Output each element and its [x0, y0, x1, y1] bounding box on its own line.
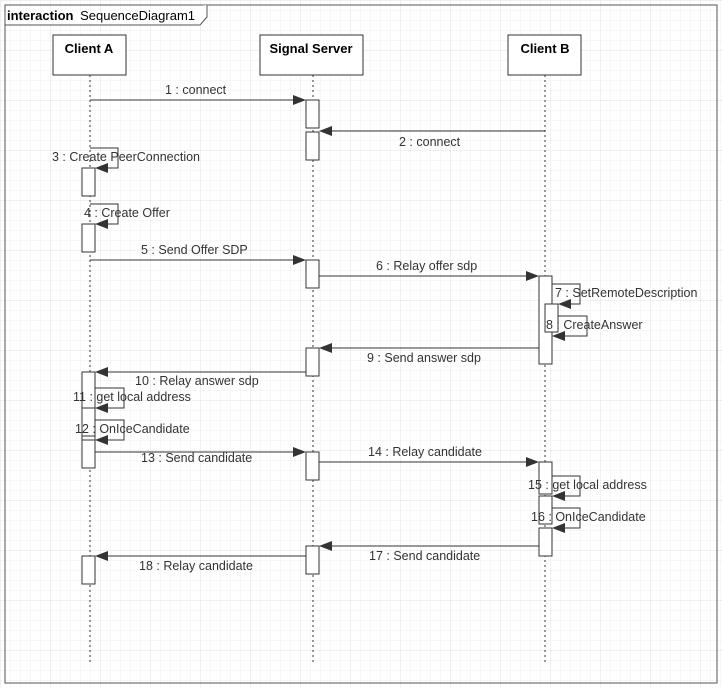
lifeline-client-b[interactable]: Client B [507, 34, 582, 665]
activation-bar[interactable] [81, 555, 96, 585]
message-arrow[interactable] [90, 255, 306, 265]
activation-bar[interactable] [305, 545, 320, 575]
activation-bar[interactable] [538, 495, 553, 525]
message-arrow[interactable] [319, 457, 539, 467]
message-arrow[interactable] [319, 343, 539, 353]
message-arrow[interactable] [552, 475, 581, 501]
message-label[interactable]: 10 : Relay answer sdp [135, 374, 259, 388]
activation-bar[interactable] [544, 303, 559, 333]
message-arrow[interactable] [552, 283, 581, 309]
message-arrow[interactable] [319, 541, 539, 551]
message-arrow[interactable] [552, 315, 588, 341]
activation-bar[interactable] [81, 167, 96, 197]
message-label[interactable]: 9 : Send answer sdp [367, 351, 481, 365]
message-label[interactable]: 6 : Relay offer sdp [376, 259, 477, 273]
message-label[interactable]: 18 : Relay candidate [139, 559, 253, 573]
frame-keyword: interaction [7, 8, 74, 23]
activation-bar[interactable] [81, 439, 96, 469]
message-label[interactable]: 3 : Create PeerConnection [52, 150, 200, 164]
message-arrow[interactable] [95, 447, 306, 457]
message-label[interactable]: 2 : connect [399, 135, 461, 149]
lifeline-name: Signal Server [269, 41, 352, 56]
lifeline-name: Client B [520, 41, 569, 56]
message-label[interactable]: 7 : SetRemoteDescription [555, 286, 697, 300]
message-label[interactable]: 11 : get local address [73, 390, 191, 404]
interaction-frame[interactable]: interaction SequenceDiagram1 [4, 4, 718, 684]
message-arrow[interactable] [90, 147, 119, 173]
message-arrow[interactable] [95, 367, 306, 377]
message-arrows [90, 95, 588, 561]
message-arrow[interactable] [95, 419, 125, 445]
lifeline-name: Client A [65, 41, 114, 56]
activation-bar[interactable] [538, 527, 553, 557]
message-label[interactable]: 15 : get local address [528, 478, 647, 492]
message-label[interactable]: 4 : Create Offer [84, 206, 170, 220]
message-arrow[interactable] [95, 551, 306, 561]
message-labels: 1 : connect 2 : connect 3 : Create PeerC… [52, 83, 697, 573]
message-label[interactable]: 12 : OnIceCandidate [75, 422, 190, 436]
activation-bar[interactable] [538, 461, 553, 495]
message-label[interactable]: 13 : Send candidate [141, 451, 252, 465]
activation-bar[interactable] [305, 347, 320, 377]
message-label[interactable]: 1 : connect [165, 83, 227, 97]
activation-bar[interactable] [305, 451, 320, 481]
frame-name: SequenceDiagram1 [80, 8, 195, 23]
lifeline-head[interactable] [259, 34, 364, 76]
message-arrow[interactable] [319, 126, 545, 136]
message-arrow[interactable] [90, 95, 306, 105]
message-arrow[interactable] [319, 271, 539, 281]
lifeline-client-a[interactable]: Client A [52, 34, 127, 662]
lifeline-signal-server[interactable]: Signal Server [259, 34, 364, 662]
activation-bar[interactable] [305, 131, 320, 161]
message-arrow[interactable] [552, 507, 581, 533]
message-arrow[interactable] [90, 203, 119, 229]
message-label[interactable]: 16 : OnIceCandidate [531, 510, 646, 524]
message-label[interactable]: 8 : CreateAnswer [546, 318, 643, 332]
activation-bars [81, 99, 559, 585]
activation-bar[interactable] [81, 407, 96, 437]
activation-bar[interactable] [81, 223, 96, 253]
message-label[interactable]: 5 : Send Offer SDP [141, 243, 248, 257]
lifeline-head[interactable] [52, 34, 127, 76]
lifeline-head[interactable] [507, 34, 582, 76]
frame-label-tab [5, 5, 208, 26]
frame-label: interaction SequenceDiagram1 [7, 8, 195, 23]
activation-bar[interactable] [305, 99, 320, 129]
activation-bar[interactable] [305, 259, 320, 289]
message-label[interactable]: 17 : Send candidate [369, 549, 480, 563]
message-arrow[interactable] [95, 387, 125, 413]
message-label[interactable]: 14 : Relay candidate [368, 445, 482, 459]
